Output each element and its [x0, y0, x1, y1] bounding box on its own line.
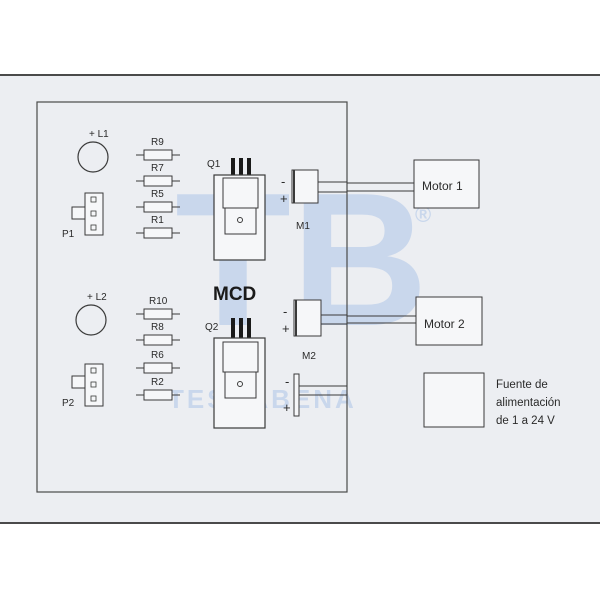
- wire-m2-motor2: [321, 314, 418, 325]
- power-supply-box: [423, 372, 485, 428]
- resistor-r6-label: R6: [151, 350, 164, 361]
- pot-p2-pin-3: [90, 395, 97, 402]
- resistor-r10-label: R10: [149, 296, 168, 307]
- resistor-r7-body: [143, 175, 173, 187]
- resistor-r9: R9: [136, 137, 180, 161]
- resistor-r6: R6: [136, 350, 180, 374]
- m1-minus-sign: -: [281, 174, 285, 189]
- motor-1: Motor 1: [413, 159, 480, 209]
- resistor-r1-body: [143, 227, 173, 239]
- resistor-r8: R8: [136, 322, 180, 346]
- power-minus-sign: -: [285, 374, 289, 389]
- pot-p2-body: [84, 363, 104, 407]
- m2-minus-sign: -: [283, 304, 287, 319]
- q2-pin-1: [231, 318, 235, 340]
- potentiometer-p2: P2: [62, 363, 104, 409]
- q2-package: [224, 371, 257, 399]
- wire-m1-motor1: [318, 181, 416, 193]
- resistor-r1: R1: [136, 215, 180, 239]
- led-l1-symbol: [77, 141, 109, 173]
- pot-p1-label: P1: [62, 229, 75, 240]
- power-terminal: [293, 373, 300, 417]
- q2-pin-2: [239, 318, 243, 340]
- connector-m1-label: M1: [296, 221, 310, 232]
- resistor-r5-label: R5: [151, 189, 164, 200]
- m2-body: [293, 299, 322, 337]
- motor-2-box: [415, 296, 483, 346]
- led-l2-label: + L2: [87, 292, 107, 303]
- pot-p2-pin-1: [90, 367, 97, 374]
- transistor-q2-label: Q2: [205, 322, 219, 333]
- q1-pin-2: [239, 158, 243, 178]
- power-caption-line-2: alimentación: [496, 397, 561, 409]
- q1-package: [224, 207, 257, 235]
- resistor-r5-body: [143, 201, 173, 213]
- connector-m2-label: M2: [302, 351, 316, 362]
- resistor-r7: R7: [136, 163, 180, 187]
- pot-p1-pin-3: [90, 224, 97, 231]
- resistor-r7-label: R7: [151, 163, 164, 174]
- m2-plus-sign: +: [282, 321, 290, 336]
- pot-p1-pin-2: [90, 210, 97, 217]
- pot-p2-label: P2: [62, 398, 75, 409]
- resistor-r10: R10: [136, 296, 180, 320]
- resistor-r9-body: [143, 149, 173, 161]
- led-l1-label: + L1: [89, 129, 109, 140]
- pot-p2-pin-2: [90, 381, 97, 388]
- resistor-r9-label: R9: [151, 137, 164, 148]
- q2-body: [213, 337, 266, 429]
- motor-2: Motor 2: [415, 296, 483, 346]
- resistor-r1-label: R1: [151, 215, 164, 226]
- m1-body: [291, 169, 319, 204]
- m1-plus-sign: +: [280, 191, 288, 206]
- q1-mount-hole: [237, 217, 243, 223]
- resistor-r8-body: [143, 334, 173, 346]
- q1-pin-1: [231, 158, 235, 178]
- motor-2-label: Motor 2: [424, 317, 465, 331]
- power-plus-sign: +: [283, 400, 291, 415]
- motor-1-label: Motor 1: [422, 179, 463, 193]
- resistor-r2: R2: [136, 377, 180, 401]
- transistor-q2: Q2: [205, 318, 266, 429]
- q2-pin-3: [247, 318, 251, 340]
- power-supply: - + Fuente de alimentación de 1 a 24 V: [283, 372, 561, 428]
- pot-p1-pin-1: [90, 196, 97, 203]
- resistor-r6-body: [143, 362, 173, 374]
- resistor-r10-body: [143, 308, 173, 320]
- resistor-r2-label: R2: [151, 377, 164, 388]
- resistor-r8-label: R8: [151, 322, 164, 333]
- connector-m1: - + M1: [280, 169, 319, 232]
- channel-1: + L1 R9 R7 R5 R1 P1: [62, 129, 480, 261]
- power-caption-line-3: de 1 a 24 V: [496, 415, 555, 427]
- diagram-frame: [0, 74, 600, 524]
- transistor-q1: Q1: [207, 158, 266, 261]
- board-title: MCD: [213, 284, 256, 305]
- potentiometer-p1: P1: [62, 192, 104, 240]
- pot-p1-knob: [71, 206, 86, 220]
- transistor-q1-label: Q1: [207, 159, 221, 170]
- resistor-r5: R5: [136, 189, 180, 213]
- channel-2: + L2 R10 R8 R6 R2 P2: [62, 292, 483, 429]
- resistor-r2-body: [143, 389, 173, 401]
- pot-p2-knob: [71, 375, 86, 389]
- motor-1-box: [413, 159, 480, 209]
- pot-p1-body: [84, 192, 104, 236]
- led-l2-symbol: [75, 304, 107, 336]
- q2-mount-hole: [237, 381, 243, 387]
- board-outline: [36, 101, 348, 493]
- q1-pin-3: [247, 158, 251, 178]
- connector-m2: - + M2: [282, 299, 322, 362]
- power-caption-line-1: Fuente de: [496, 379, 548, 391]
